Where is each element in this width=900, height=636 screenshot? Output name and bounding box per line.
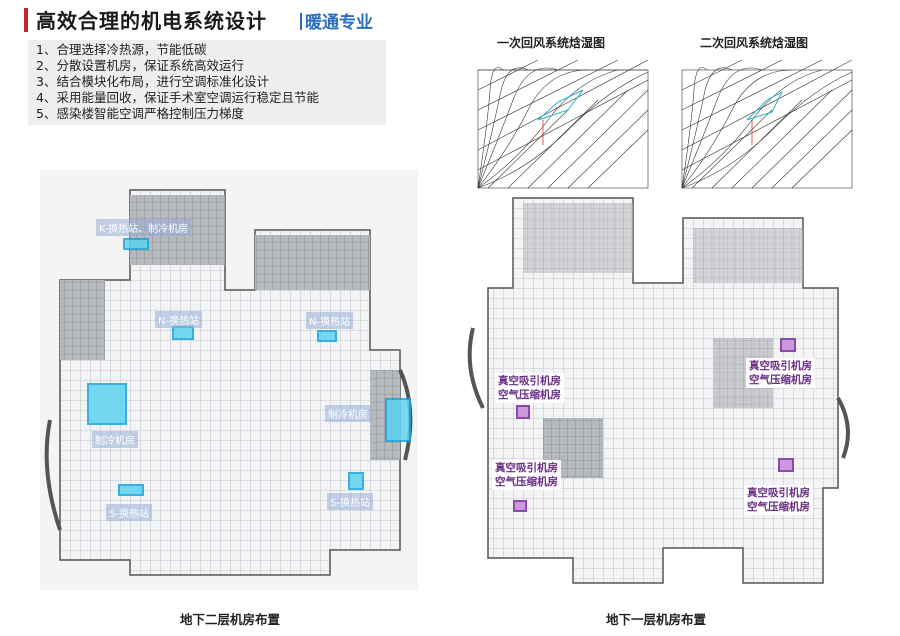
label-s-station-east: S-换热站 (327, 493, 373, 510)
label-s-station-west: S-换热站 (106, 504, 152, 521)
label-vacuum-compressor-4: 真空吸引机房 空气压缩机房 (744, 485, 813, 515)
label-line: 空气压缩机房 (498, 389, 561, 401)
design-bullets: 1、合理选择冷热源，节能低碳 2、分散设置机房，保证系统高效运行 3、结合模块化… (28, 40, 386, 125)
s-station-room-west (118, 484, 144, 496)
label-line: 空气压缩机房 (747, 501, 810, 513)
label-chiller-east: 制冷机房 (325, 405, 371, 422)
page-subtitle: 暖通专业 (300, 8, 373, 33)
vacuum-room-2 (513, 500, 527, 512)
label-line: 空气压缩机房 (749, 374, 812, 386)
psychrometric-chart-secondary (672, 50, 862, 190)
vacuum-room-1 (516, 405, 530, 419)
page-title: 高效合理的机电系统设计 (36, 9, 267, 33)
bullet-item: 1、合理选择冷热源，节能低碳 (36, 42, 207, 57)
label-line: 真空吸引机房 (495, 462, 558, 474)
bullet-item: 2、分散设置机房，保证系统高效运行 (36, 58, 244, 73)
bullet-item: 4、采用能量回收，保证手术室空调运行稳定且节能 (36, 90, 319, 105)
s-station-room-east (348, 472, 364, 490)
chart-title-primary: 一次回风系统焓湿图 (497, 36, 606, 50)
label-line: 真空吸引机房 (747, 487, 810, 499)
caption-b2: 地下二层机房布置 (180, 612, 281, 627)
label-n-station-east: N-换热站 (306, 312, 354, 329)
vacuum-room-3 (780, 338, 796, 352)
bullet-item: 5、感染楼智能空调严格控制压力梯度 (36, 106, 244, 121)
label-vacuum-compressor-1: 真空吸引机房 空气压缩机房 (495, 373, 564, 403)
k-station-room (123, 238, 149, 250)
title-accent-bar (24, 8, 28, 32)
bullet-item: 3、结合模块化布局，进行空调标准化设计 (36, 74, 269, 89)
chart-title-secondary: 二次回风系统焓湿图 (700, 36, 809, 50)
n-station-room-east (317, 330, 337, 342)
label-vacuum-compressor-2: 真空吸引机房 空气压缩机房 (492, 460, 561, 490)
label-n-station-west: N-换热站 (155, 311, 203, 328)
label-line: 空气压缩机房 (495, 476, 558, 488)
label-line: 真空吸引机房 (749, 360, 812, 372)
psychrometric-chart-primary (468, 50, 658, 190)
label-vacuum-compressor-3: 真空吸引机房 空气压缩机房 (746, 358, 815, 388)
label-k-station: K-换热站、制冷机房 (96, 219, 192, 236)
caption-b1: 地下一层机房布置 (606, 612, 707, 627)
label-line: 真空吸引机房 (498, 375, 561, 387)
chiller-room-east (385, 398, 411, 442)
label-chiller-west: 制冷机房 (92, 431, 138, 448)
n-station-room-west (172, 326, 194, 340)
subtitle-text: 暖通专业 (305, 13, 373, 33)
chiller-room-west (87, 383, 127, 425)
subtitle-divider (300, 13, 302, 30)
vacuum-room-4 (778, 458, 794, 472)
floor-plan-b2 (40, 170, 418, 590)
